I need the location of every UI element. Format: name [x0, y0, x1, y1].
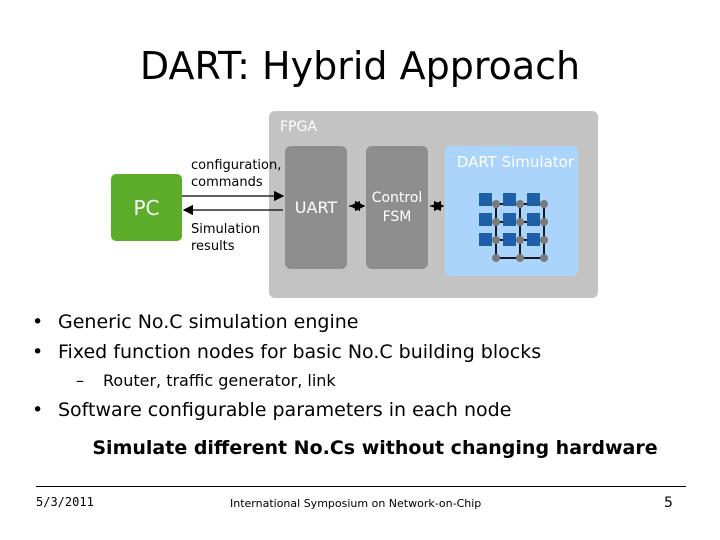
sub-bullet-1: –Router, traffic generator, link: [76, 371, 336, 390]
uart-label: UART: [294, 198, 338, 217]
bullet-1-text: Generic No.C simulation engine: [58, 311, 359, 333]
to-pc-label: Simulation results: [191, 221, 260, 255]
footer-date: 5/3/2011: [36, 495, 94, 509]
dart-simulator-label: DART Simulator: [456, 153, 574, 171]
bullet-3: •Software configurable parameters in eac…: [32, 399, 512, 421]
to-pc-label-line1: Simulation: [191, 222, 261, 237]
bullet-3-text: Software configurable parameters in each…: [58, 399, 512, 421]
pc-label: PC: [133, 195, 160, 220]
bullet-2: •Fixed function nodes for basic No.C bui…: [32, 341, 542, 363]
slide-title: DART: Hybrid Approach: [139, 44, 581, 88]
uart-box: UART: [285, 146, 347, 269]
sub-bullet-1-text: Router, traffic generator, link: [103, 371, 336, 390]
page-number: 5: [664, 495, 673, 511]
footer-venue: International Symposium on Network-on-Ch…: [230, 497, 482, 510]
pc-box: PC: [111, 174, 182, 241]
to-fpga-label: configuration, commands: [191, 157, 281, 191]
dart-simulator-box: [445, 146, 578, 276]
footer-divider: [36, 486, 686, 487]
to-fpga-label-line2: commands: [191, 175, 263, 190]
bullet-2-text: Fixed function nodes for basic No.C buil…: [58, 341, 542, 363]
noc-grid-icon: [479, 193, 548, 262]
fsm-label-line2: FSM: [382, 208, 412, 225]
emphasis-statement: Simulate different No.Cs without changin…: [92, 437, 658, 459]
fpga-label: FPGA: [280, 119, 317, 135]
bullet-1: •Generic No.C simulation engine: [32, 311, 359, 333]
fsm-label-line1: Control: [371, 189, 423, 206]
control-fsm-box: Control FSM: [366, 146, 428, 269]
to-pc-label-line2: results: [191, 239, 235, 254]
to-fpga-label-line1: configuration,: [191, 158, 282, 173]
